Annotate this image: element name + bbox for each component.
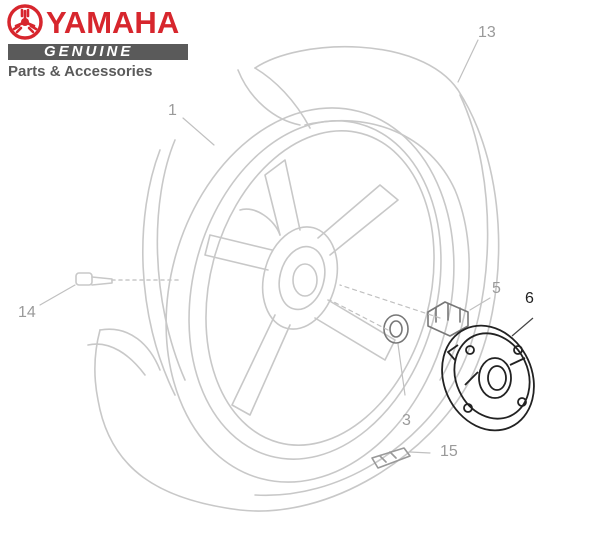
damper-drawing xyxy=(427,301,469,337)
callout-15: 15 xyxy=(440,443,458,460)
tire-drawing xyxy=(87,45,500,512)
genuine-label: GENUINE xyxy=(44,43,134,60)
yamaha-genuine-logo: YAMAHA GENUINE Parts & Accessories xyxy=(6,4,191,80)
genuine-banner xyxy=(8,44,188,60)
valve-drawing xyxy=(75,272,181,286)
callout-6: 6 xyxy=(525,290,534,307)
leader-lines xyxy=(39,39,491,454)
tuning-fork-emblem-icon xyxy=(7,4,43,40)
sprocket-hub-drawing xyxy=(441,317,535,432)
callout-1: 1 xyxy=(168,102,177,119)
callout-3: 3 xyxy=(402,412,411,429)
rim-drawing xyxy=(142,107,455,483)
bearing-drawing xyxy=(383,314,409,344)
brand-wordmark: YAMAHA xyxy=(46,5,180,40)
callout-13: 13 xyxy=(478,24,496,41)
callout-14: 14 xyxy=(18,304,36,321)
brand-tagline: Parts & Accessories xyxy=(8,63,153,80)
callout-5: 5 xyxy=(492,280,501,297)
hub-and-spokes-drawing xyxy=(204,159,399,416)
balance-weight-drawing xyxy=(371,447,411,469)
